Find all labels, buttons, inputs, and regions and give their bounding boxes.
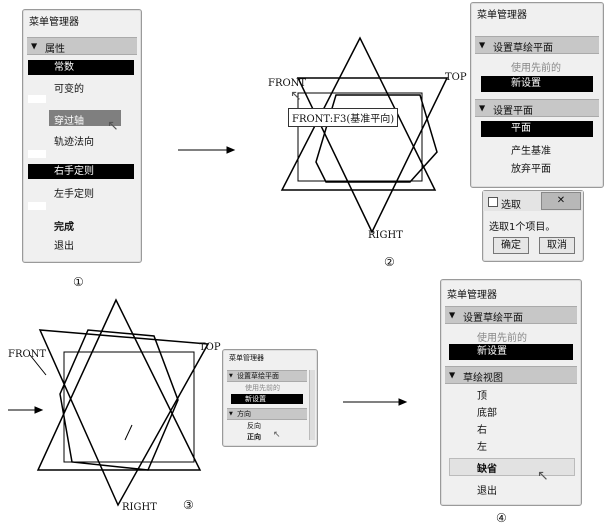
section-label: 设置平面 [493,106,533,117]
cursor-icon: ↖ [273,430,281,440]
menu-item-use-previous[interactable]: 使用先前的 [245,384,280,392]
panel-title: 菜单管理器 [29,17,79,28]
plane-label-front: FRONT [8,349,47,360]
menu-item-use-previous[interactable]: 使用先前的 [477,333,527,344]
section-label: 设置草绘平面 [463,313,523,324]
menu-item-bottom[interactable]: 底部 [477,408,497,419]
section-set-plane[interactable]: ▼ 设置平面 [475,99,599,117]
section-label: 草绘视图 [463,373,503,384]
collapse-triangle-icon: ▼ [229,411,233,417]
ok-button[interactable]: 确定 [493,237,529,254]
section-set-sketch-plane[interactable]: ▼ 设置草绘平面 [445,306,577,324]
menu-item-left[interactable]: 左 [477,442,487,453]
scrollbar[interactable] [309,370,315,440]
divider [28,95,46,103]
menu-item-right[interactable]: 右 [477,425,487,436]
menu-item-create-datum[interactable]: 产生基准 [511,146,551,157]
collapse-triangle-icon: ▼ [31,41,38,51]
panel-title: 菜单管理器 [229,354,264,362]
menu-manager-panel-2: 菜单管理器 ▼ 设置草绘平面 使用先前的 新设置 ▼ 设置平面 平面 产生基准 … [470,2,604,188]
plane-label-top: TOP [199,342,221,353]
menu-item-forward[interactable]: 正向 [247,433,261,441]
dialog-title: 选取 [501,200,521,211]
collapse-triangle-icon: ▼ [449,310,456,320]
menu-item-plane[interactable]: 平面 [481,121,593,137]
menu-item-through-axis[interactable]: 穿过轴 [54,116,84,127]
select-dialog: 选取 ✕ 选取1个项目。 确定 取消 [482,190,584,262]
menu-item-right-hand-rule[interactable]: 右手定则 [28,164,134,179]
cursor-icon: ↖ [290,88,302,104]
cursor-icon: ↖ [537,468,549,484]
menu-item-done[interactable]: 完成 [54,222,74,233]
menu-item-exit[interactable]: 退出 [477,486,497,497]
menu-item-new-setting[interactable]: 新设置 [481,76,593,92]
menu-manager-panel-3: 菜单管理器 ▼ 设置草绘平面 使用先前的 新设置 ▼ 方向 反向 正向 ↖ [222,349,318,447]
menu-item-top[interactable]: 顶 [477,391,487,402]
panel-title: 菜单管理器 [447,290,497,301]
menu-item-use-previous[interactable]: 使用先前的 [511,63,561,74]
menu-item-constant[interactable]: 常数 [28,60,134,75]
menu-manager-panel-1: 菜单管理器 ▼ 属性 常数 可变的 穿过轴 ↖ 轨迹法向 右手定则 左手定则 完… [22,9,142,263]
menu-item-abandon-plane[interactable]: 放弃平面 [511,164,551,175]
menu-item-left-hand-rule[interactable]: 左手定则 [54,189,94,200]
menu-item-new-setting[interactable]: 新设置 [231,394,303,404]
step-number-4: ④ [496,511,507,525]
divider [28,202,46,210]
plane-label-front: FRONT [268,78,307,89]
section-label: 设置草绘平面 [493,43,553,54]
step-number-3: ③ [183,498,194,512]
section-label: 方向 [237,410,251,418]
menu-item-reverse[interactable]: 反向 [247,422,261,430]
section-label: 属性 [45,44,65,55]
step-number-2: ② [384,255,395,269]
close-icon: ✕ [556,195,566,206]
menu-manager-panel-4: 菜单管理器 ▼ 设置草绘平面 使用先前的 新设置 ▼ 草绘视图 顶 底部 右 左… [440,279,582,506]
section-label: 设置草绘平面 [237,372,279,380]
collapse-triangle-icon: ▼ [479,40,486,50]
panel-title: 菜单管理器 [477,10,527,21]
menu-item-exit[interactable]: 退出 [54,241,74,252]
menu-item-variable[interactable]: 可变的 [54,84,84,95]
menu-item-default-label: 缺省 [477,464,497,475]
checkbox-icon [488,197,498,207]
section-direction[interactable]: ▼ 方向 [227,408,307,420]
section-set-sketch-plane[interactable]: ▼ 设置草绘平面 [227,370,307,382]
menu-item-new-setting[interactable]: 新设置 [449,344,573,360]
collapse-triangle-icon: ▼ [229,373,233,379]
tooltip: FRONT:F3(基准平向) [288,108,399,127]
section-sketch-view[interactable]: ▼ 草绘视图 [445,366,577,384]
step-number-1: ① [73,275,84,289]
collapse-triangle-icon: ▼ [479,103,486,113]
plane-label-right: RIGHT [122,502,157,513]
close-button[interactable]: ✕ [541,192,581,210]
collapse-triangle-icon: ▼ [449,370,456,380]
dialog-message: 选取1个项目。 [489,222,556,233]
menu-item-trajectory-normal[interactable]: 轨迹法向 [54,137,94,148]
cancel-button[interactable]: 取消 [539,237,575,254]
plane-label-right: RIGHT [368,230,403,241]
menu-item-default[interactable] [449,458,575,476]
cursor-icon: ↖ [107,118,119,134]
menu-item-through-axis-highlight[interactable] [49,110,121,126]
plane-label-top: TOP [445,72,467,83]
section-set-sketch-plane[interactable]: ▼ 设置草绘平面 [475,36,599,54]
divider [28,150,46,158]
section-properties[interactable]: ▼ 属性 [27,37,137,55]
